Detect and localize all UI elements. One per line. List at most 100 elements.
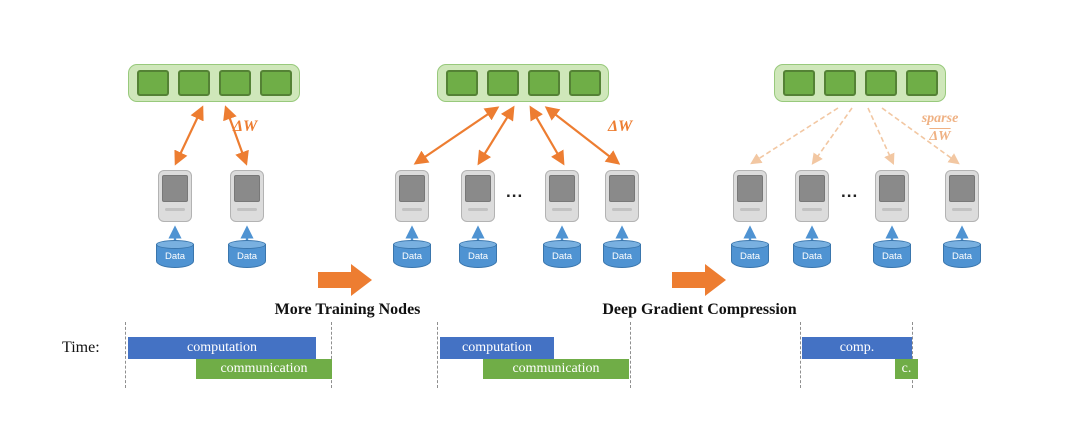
ellipsis: ... [506, 182, 524, 201]
worker-slot [468, 208, 488, 211]
caption-more-training-nodes: More Training Nodes [274, 301, 421, 318]
data-label: Data [164, 251, 186, 262]
worker-node-icon [605, 170, 639, 222]
gpu-cell-icon [864, 70, 897, 96]
ellipsis: ... [841, 182, 859, 201]
sparse-gradient-arrow [867, 107, 895, 166]
worker-node-icon [230, 170, 264, 222]
worker-node-icon [945, 170, 979, 222]
communication-bar: communication [483, 359, 629, 379]
gpu-cell-icon [259, 70, 292, 96]
gpu-cell-icon [905, 70, 938, 96]
gradient-label-1: ΔW [233, 118, 258, 135]
data-cylinder-icon: Data [873, 240, 911, 268]
gpu-cell-icon [568, 70, 601, 96]
worker-slot [952, 208, 972, 211]
computation-bar: comp. [802, 337, 912, 359]
gpu-cell-icon [177, 70, 210, 96]
computation-bar: computation [128, 337, 316, 359]
computation-bar: computation [440, 337, 554, 359]
data-label: Data [467, 251, 489, 262]
worker-screen [799, 175, 825, 202]
data-label: Data [611, 251, 633, 262]
dashed-divider [437, 322, 438, 388]
sparse-gradient-arrow [811, 107, 853, 165]
gradient-arrow [174, 105, 204, 166]
data-label: Data [551, 251, 573, 262]
communication-bar: c. [895, 359, 918, 379]
gradient-arrows-panel1 [174, 105, 249, 166]
parameter-server-2 [437, 64, 609, 102]
cylinder-top [228, 240, 266, 249]
worker-screen [609, 175, 635, 202]
data-label: Data [881, 251, 903, 262]
data-arrows [168, 225, 969, 241]
dashed-divider [630, 322, 631, 388]
worker-node-icon [158, 170, 192, 222]
communication-bar: communication [196, 359, 332, 379]
data-label: Data [739, 251, 761, 262]
worker-slot [552, 208, 572, 211]
worker-slot [882, 208, 902, 211]
worker-slot [402, 208, 422, 211]
gradient-arrows-panel2 [413, 105, 621, 166]
cylinder-top [873, 240, 911, 249]
gradient-arrow [544, 106, 621, 165]
transition-arrow-icon [672, 264, 726, 296]
data-label: Data [401, 251, 423, 262]
worker-node-icon [875, 170, 909, 222]
cylinder-top [603, 240, 641, 249]
worker-screen [949, 175, 975, 202]
gradient-label-2: ΔW [608, 118, 633, 135]
gpu-cell-icon [486, 70, 519, 96]
parameter-server-1 [128, 64, 300, 102]
gpu-cell-icon [823, 70, 856, 96]
worker-screen [737, 175, 763, 202]
data-cylinder-icon: Data [459, 240, 497, 268]
cylinder-top [731, 240, 769, 249]
data-label: Data [801, 251, 823, 262]
worker-node-icon [545, 170, 579, 222]
dashed-divider [912, 322, 913, 388]
sparse-word: sparse [921, 111, 959, 126]
worker-screen [465, 175, 491, 202]
data-cylinder-icon: Data [393, 240, 431, 268]
gpu-cell-icon [136, 70, 169, 96]
transition-arrow-icon [318, 264, 372, 296]
gradient-arrow [223, 105, 249, 166]
dashed-divider [331, 322, 332, 388]
cylinder-top [793, 240, 831, 249]
sparse-gradient-arrow [750, 107, 839, 165]
cylinder-top [943, 240, 981, 249]
dashed-divider [125, 322, 126, 388]
worker-node-icon [733, 170, 767, 222]
time-label: Time: [62, 339, 100, 356]
data-cylinder-icon: Data [156, 240, 194, 268]
dashed-divider [800, 322, 801, 388]
gpu-cell-icon [782, 70, 815, 96]
data-cylinder-icon: Data [228, 240, 266, 268]
worker-screen [399, 175, 425, 202]
data-cylinder-icon: Data [543, 240, 581, 268]
worker-screen [879, 175, 905, 202]
gpu-cell-icon [445, 70, 478, 96]
worker-screen [549, 175, 575, 202]
sparse-gradient-arrows-panel3 [750, 107, 960, 166]
worker-slot [612, 208, 632, 211]
parameter-server-3 [774, 64, 946, 102]
worker-screen [162, 175, 188, 202]
data-label: Data [951, 251, 973, 262]
sparse-gradient-label: sparse ΔW [908, 110, 972, 146]
worker-slot [740, 208, 760, 211]
worker-screen [234, 175, 260, 202]
sparse-gradient-symbol: ΔW [929, 129, 951, 145]
data-cylinder-icon: Data [603, 240, 641, 268]
cylinder-top [156, 240, 194, 249]
data-cylinder-icon: Data [731, 240, 769, 268]
worker-slot [802, 208, 822, 211]
cylinder-top [543, 240, 581, 249]
data-cylinder-icon: Data [793, 240, 831, 268]
data-cylinder-icon: Data [943, 240, 981, 268]
